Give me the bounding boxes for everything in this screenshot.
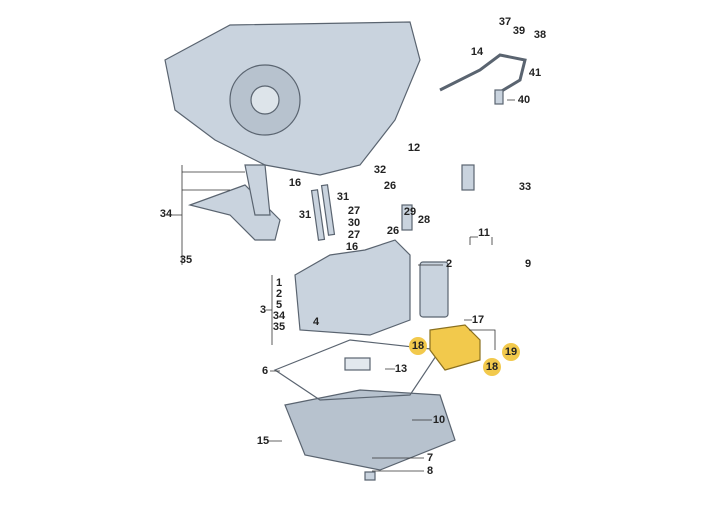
callout-38: 38: [533, 29, 547, 41]
callout-29: 29: [403, 206, 417, 218]
callout-27: 27: [347, 205, 361, 217]
callout-2: 2: [445, 258, 453, 270]
callout-9: 9: [524, 258, 532, 270]
callout-15: 15: [256, 435, 270, 447]
callout-4: 4: [312, 316, 320, 328]
control-unit: [419, 261, 449, 318]
callout-35b: 35: [272, 321, 286, 333]
valve-body: [294, 239, 411, 336]
callout-7: 7: [426, 452, 434, 464]
nut-8: [364, 471, 376, 481]
callout-34b: 34: [272, 310, 286, 322]
callout-13: 13: [394, 363, 408, 375]
callout-17: 17: [471, 314, 485, 326]
callout-35: 35: [179, 254, 193, 266]
callout-40: 40: [517, 94, 531, 106]
oil-pan: [284, 389, 456, 471]
pan-gasket: [273, 339, 442, 401]
callout-32: 32: [373, 164, 387, 176]
callout-26b: 26: [386, 225, 400, 237]
callout-18b-highlighted: 18: [483, 358, 501, 376]
callout-2b: 2: [275, 288, 283, 300]
callout-31b: 31: [298, 209, 312, 221]
callout-6: 6: [261, 365, 269, 377]
callout-11: 11: [478, 227, 490, 239]
callout-31: 31: [336, 191, 350, 203]
callout-34: 34: [159, 208, 173, 220]
callout-33: 33: [518, 181, 532, 193]
callout-1: 1: [275, 277, 283, 289]
callout-39: 39: [512, 25, 526, 37]
callout-30: 30: [347, 217, 361, 229]
callout-16b: 16: [345, 241, 359, 253]
callout-16: 16: [288, 177, 302, 189]
piston-28: [401, 204, 413, 231]
callout-41: 41: [528, 67, 542, 79]
part-33: [461, 164, 475, 191]
sensor-40: [494, 89, 504, 105]
callout-5: 5: [275, 299, 283, 311]
filter-highlighted: [429, 324, 481, 371]
callout-14: 14: [470, 46, 484, 58]
callout-19-highlighted: 19: [502, 343, 520, 361]
callout-18-highlighted: 18: [409, 337, 427, 355]
callout-8: 8: [426, 465, 434, 477]
callout-3: 3: [259, 304, 267, 316]
callout-10: 10: [432, 414, 446, 426]
callout-26: 26: [383, 180, 397, 192]
leader-lines: [172, 99, 515, 472]
callout-12: 12: [407, 142, 421, 154]
callout-27b: 27: [347, 229, 361, 241]
callout-37: 37: [498, 16, 512, 28]
callout-28: 28: [417, 214, 431, 226]
wiring-harness: [439, 53, 527, 97]
